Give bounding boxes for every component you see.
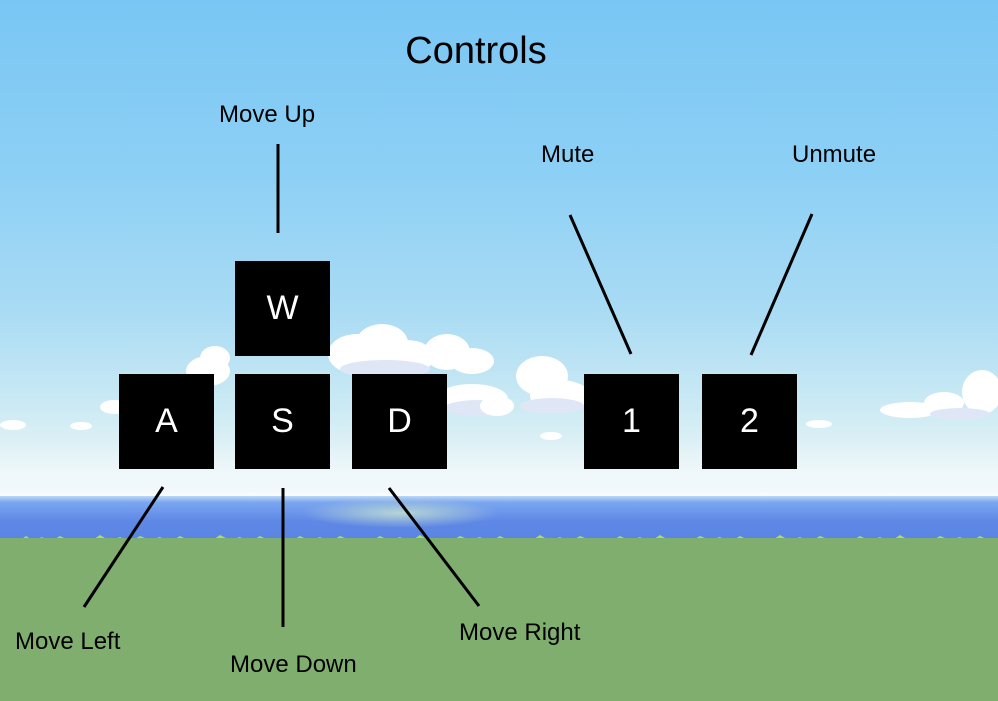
connector-line-2 xyxy=(749,213,814,356)
connector-line-d xyxy=(387,487,481,607)
move-down-label: Move Down xyxy=(230,651,357,678)
move-right-label: Move Right xyxy=(459,619,581,646)
d-key: D xyxy=(352,374,447,469)
move-left-label: Move Left xyxy=(15,628,121,655)
move-up-label: Move Up xyxy=(219,101,316,128)
grass-background xyxy=(0,538,998,701)
w-key: W xyxy=(235,261,330,356)
connector-line-1 xyxy=(568,214,633,355)
unmute-label: Unmute xyxy=(792,141,877,168)
s-key: S xyxy=(235,374,330,469)
connector-line-a xyxy=(82,486,165,608)
unmute-key: 2 xyxy=(702,374,797,469)
a-key: A xyxy=(119,374,214,469)
mute-label: Mute xyxy=(541,141,595,168)
mute-key: 1 xyxy=(584,374,679,469)
page-title: Controls xyxy=(405,30,547,72)
